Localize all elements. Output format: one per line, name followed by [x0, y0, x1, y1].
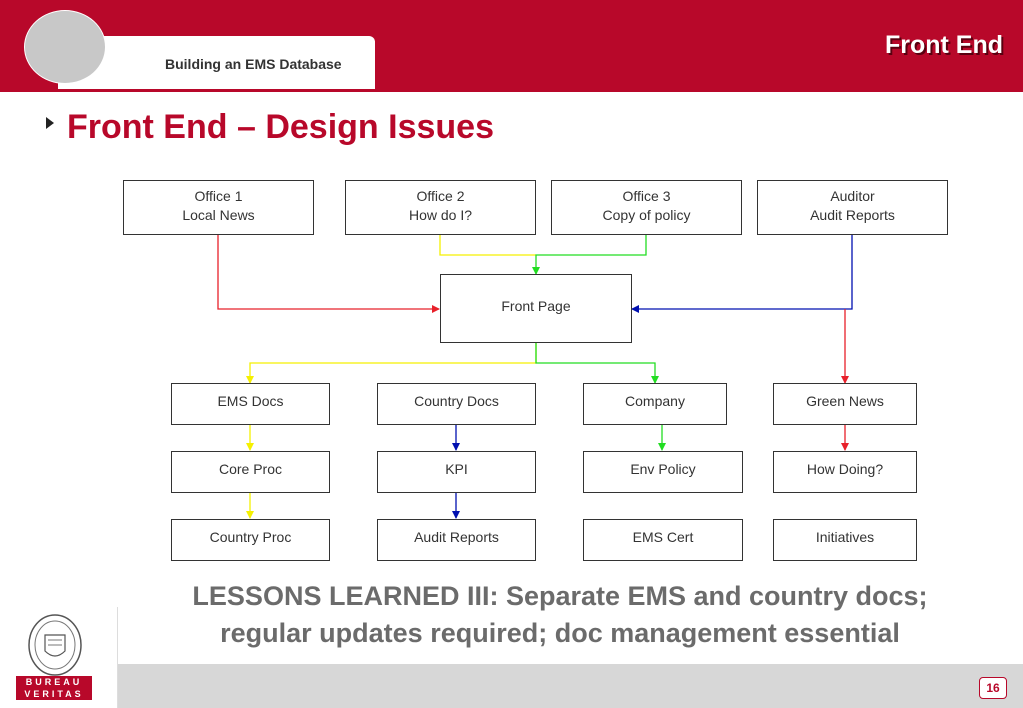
- connector-office1-frontpage: [217, 235, 440, 313]
- connector-auditor-frontpage: [631, 235, 853, 313]
- box-front-page: Front Page: [440, 274, 632, 343]
- box-how-doing: How Doing?: [773, 451, 917, 493]
- connector-office2-frontpage: [439, 235, 536, 256]
- connector-frontpage-company: [535, 343, 659, 384]
- corner-title: Front End: [884, 31, 1003, 59]
- box-office-1: Office 1 Local News: [123, 180, 314, 235]
- box-audit-reports: Audit Reports: [377, 519, 536, 561]
- box-office-1-line1: Office 1: [194, 188, 243, 204]
- box-ems-cert: EMS Cert: [583, 519, 743, 561]
- slide-title: Front End – Design Issues: [67, 108, 494, 146]
- box-country-proc: Country Proc: [171, 519, 330, 561]
- logo-word-veritas: VERITAS: [16, 688, 92, 700]
- box-office-3-line1: Office 3: [622, 188, 671, 204]
- box-core-proc: Core Proc: [171, 451, 330, 493]
- lessons-line-1: LESSONS LEARNED III: Separate EMS and co…: [192, 581, 928, 611]
- box-office-3-line2: Copy of policy: [602, 207, 691, 223]
- connector-frontpage-emsdocs: [246, 343, 537, 384]
- box-env-policy: Env Policy: [583, 451, 743, 493]
- box-kpi: KPI: [377, 451, 536, 493]
- box-office-2-line1: Office 2: [416, 188, 465, 204]
- header-circle-decoration: [24, 10, 106, 84]
- header-tab: [58, 36, 375, 89]
- lessons-learned-text: LESSONS LEARNED III: Separate EMS and co…: [110, 578, 1010, 652]
- box-office-1-line2: Local News: [182, 207, 255, 223]
- box-office-2: Office 2 How do I?: [345, 180, 536, 235]
- bullet-triangle-icon: [46, 117, 54, 129]
- connector-office3-frontpage: [532, 235, 647, 275]
- header-tab-title: Building an EMS Database: [165, 56, 342, 72]
- box-auditor-line1: Auditor: [830, 188, 875, 204]
- box-green-news: Green News: [773, 383, 917, 425]
- bureau-veritas-seal-icon: [28, 614, 82, 676]
- box-auditor-line2: Audit Reports: [810, 207, 895, 223]
- box-front-page-label: Front Page: [501, 298, 571, 314]
- box-initiatives: Initiatives: [773, 519, 917, 561]
- box-office-3: Office 3 Copy of policy: [551, 180, 742, 235]
- box-office-2-line2: How do I?: [408, 207, 473, 223]
- page-number: 16: [979, 677, 1007, 699]
- box-auditor: Auditor Audit Reports: [757, 180, 948, 235]
- footer-band: [0, 664, 1023, 708]
- box-ems-docs: EMS Docs: [171, 383, 330, 425]
- lessons-line-2: regular updates required; doc management…: [220, 618, 900, 648]
- logo-word-bureau: BUREAU: [16, 676, 92, 688]
- box-company: Company: [583, 383, 727, 425]
- box-country-docs: Country Docs: [377, 383, 536, 425]
